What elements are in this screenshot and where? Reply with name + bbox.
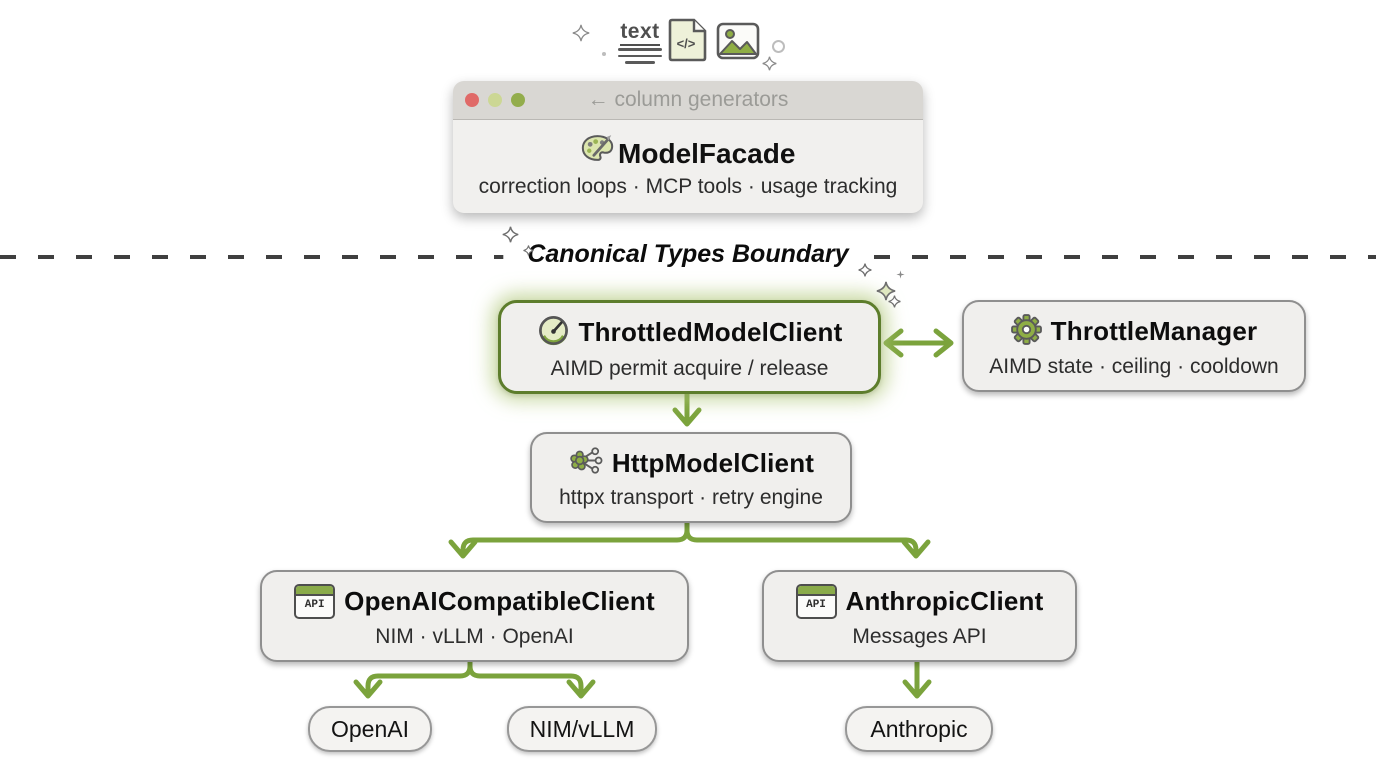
circle-icon — [772, 40, 785, 53]
node-openai-compatible-client: API OpenAICompatibleClient NIM · vLLM · … — [260, 570, 689, 662]
node-title: HttpModelClient — [611, 447, 815, 478]
window-titlebar: ← column generators — [453, 81, 923, 120]
node-title: AnthropicClient — [845, 586, 1044, 616]
window-title: ← column generators — [587, 88, 789, 111]
leaf-openai: OpenAI — [308, 706, 432, 752]
dot-icon — [602, 52, 606, 56]
gauge-icon — [537, 314, 570, 351]
doc-type-icons: text </> — [608, 14, 768, 66]
node-title: OpenAICompatibleClient — [344, 586, 655, 616]
gear-icon — [1010, 313, 1042, 349]
sparkle-icon — [502, 226, 519, 248]
palette-icon — [581, 135, 618, 167]
node-http-model-client: HttpModelClient httpx transport · retry … — [530, 432, 852, 523]
zoom-button — [511, 93, 525, 107]
node-title: ThrottleManager — [1050, 316, 1258, 346]
node-subtitle: httpx transport · retry engine — [559, 486, 823, 509]
sparkle-icon — [888, 295, 901, 313]
node-throttled-model-client: ThrottledModelClient AIMD permit acquire… — [498, 300, 881, 394]
code-file-icon: </> — [668, 18, 708, 67]
model-facade-window: ← column generators ModelFacade — [453, 81, 923, 213]
api-icon: API — [294, 583, 336, 619]
text-icon-label: text — [620, 20, 660, 46]
api-icon: API — [795, 583, 837, 619]
code-icon-label: </> — [677, 36, 696, 51]
node-anthropic-client: API AnthropicClient Messages API — [762, 570, 1077, 662]
node-throttle-manager: ThrottleManager AIMD state · ceiling · c… — [962, 300, 1306, 392]
network-icon — [568, 445, 603, 480]
image-icon — [716, 22, 760, 65]
sparkle-icon — [762, 56, 777, 76]
api-icon-label: API — [304, 598, 325, 611]
sparkle-icon — [858, 263, 872, 282]
sparkle-icon — [572, 24, 590, 47]
node-subtitle: AIMD state · ceiling · cooldown — [989, 354, 1279, 378]
node-title: ThrottledModelClient — [578, 317, 843, 347]
node-subtitle: NIM · vLLM · OpenAI — [375, 624, 574, 648]
boundary-label: Canonical Types Boundary — [503, 240, 873, 269]
node-subtitle: AIMD permit acquire / release — [550, 356, 829, 380]
leaf-nim-vllm: NIM/vLLM — [507, 706, 657, 752]
text-icon: text — [618, 20, 662, 64]
model-facade-node: ModelFacade correction loops · MCP tools… — [453, 120, 923, 212]
leaf-anthropic: Anthropic — [845, 706, 993, 752]
sparkle-icon — [876, 281, 896, 306]
api-icon-label: API — [806, 598, 826, 611]
close-button — [465, 93, 479, 107]
sparkle-icon — [896, 266, 905, 284]
sparkle-icon — [523, 243, 534, 261]
node-subtitle: correction loops · MCP tools · usage tra… — [478, 175, 898, 198]
node-title: ModelFacade — [618, 138, 796, 169]
minimize-button — [488, 93, 502, 107]
node-subtitle: Messages API — [852, 624, 987, 648]
